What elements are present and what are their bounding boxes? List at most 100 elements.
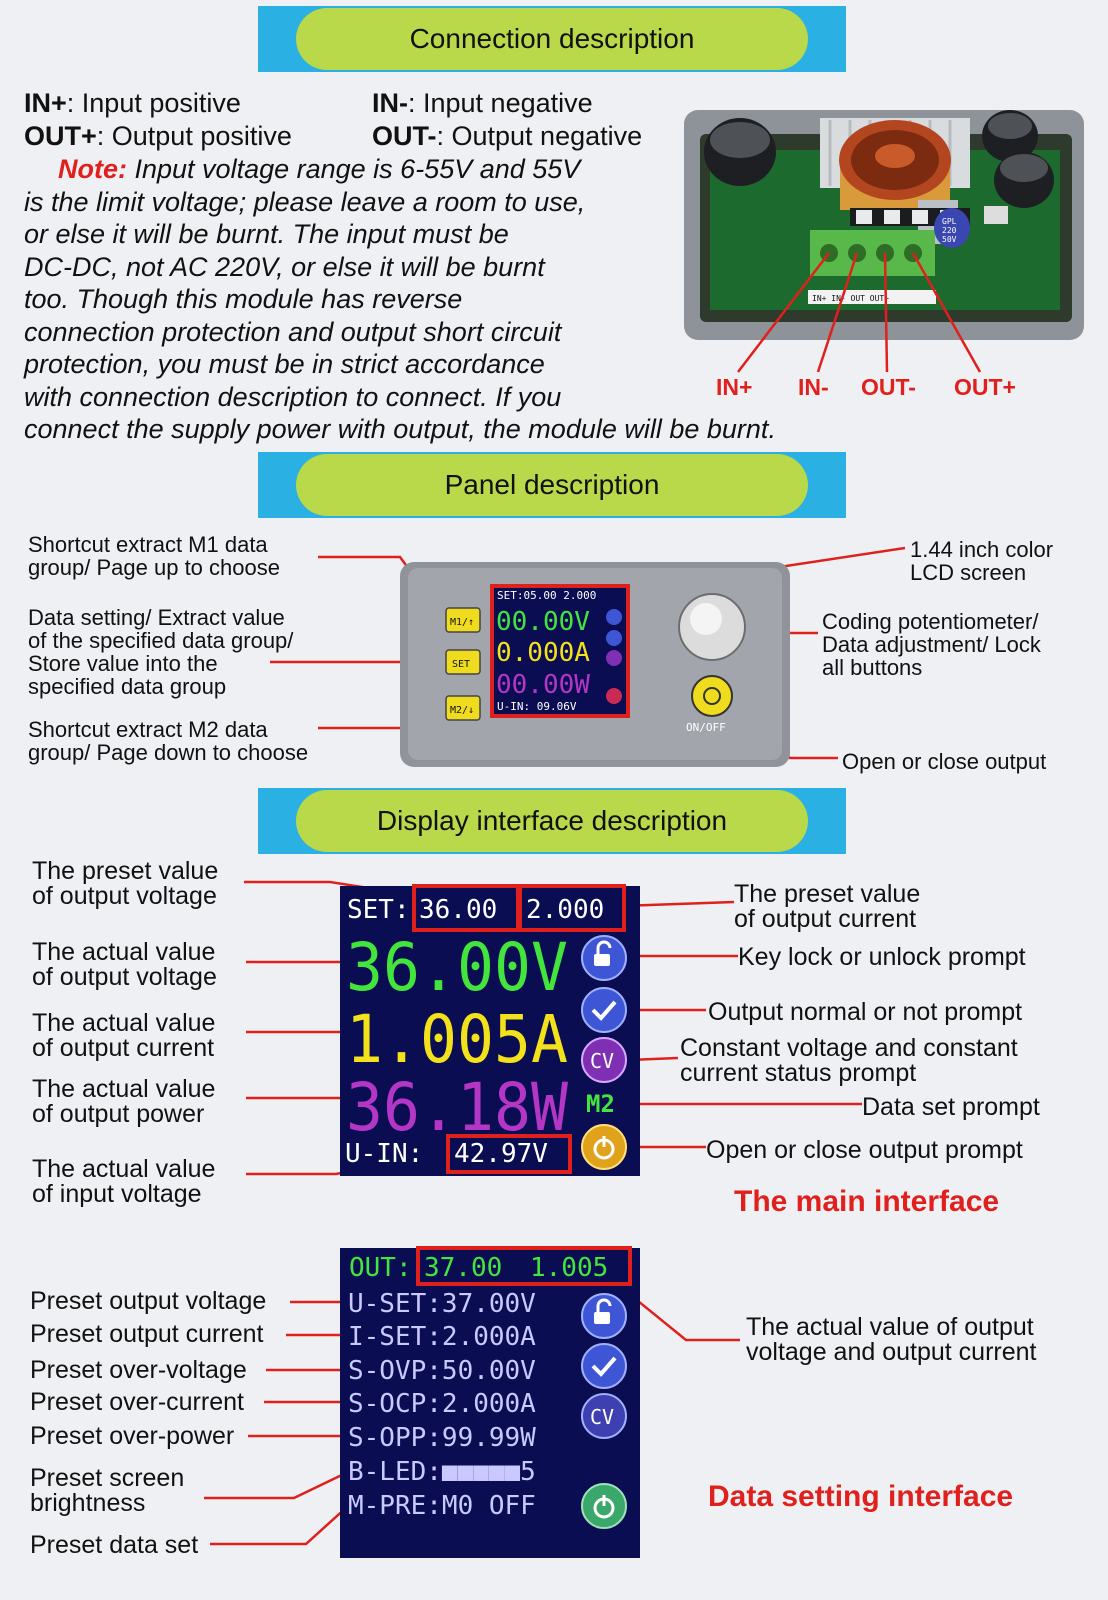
label-line: of output current xyxy=(32,1034,215,1062)
cap-label: GPL xyxy=(942,217,957,226)
main-m2-text: M2 xyxy=(586,1090,615,1118)
setting-label-current: Preset output current xyxy=(30,1320,264,1348)
check-icon xyxy=(581,987,627,1033)
main-input-voltage: 42.97V xyxy=(454,1139,548,1169)
label-line: Open or close output prompt xyxy=(706,1136,1023,1164)
in-plus-key: IN+ xyxy=(24,88,67,118)
setting-cv-text: CV xyxy=(590,1405,614,1429)
setting-out-prefix: OUT: xyxy=(349,1253,412,1283)
terminal-label-out-minus: OUT- xyxy=(861,374,916,400)
display-title: Display interface description xyxy=(296,790,808,852)
label-line: Data set prompt xyxy=(862,1093,1040,1121)
terminal-label-in-minus: IN- xyxy=(798,374,829,400)
label-line: 1.44 inch color xyxy=(910,537,1054,562)
label-line: The actual value xyxy=(32,1009,216,1037)
label-line: of the specified data group/ xyxy=(28,628,294,653)
main-uin-prefix: U-IN: xyxy=(345,1139,423,1169)
panel-label-m1: Shortcut extract M1 data group/ Page up … xyxy=(28,533,280,579)
check-icon xyxy=(581,1343,627,1389)
display-label-output-normal: Output normal or not prompt xyxy=(708,1000,1022,1025)
cap-label: 50V xyxy=(942,235,957,244)
main-actual-power: 36.18W xyxy=(346,1069,568,1146)
m1-button-label: M1/↑ xyxy=(450,617,474,628)
panel-illustration: M1/↑ SET M2/↓ SET:05.00 2.000 00.00V 0.0… xyxy=(270,546,906,767)
label-line: specified data group xyxy=(28,674,227,699)
setting-out-current: 1.005 xyxy=(530,1253,608,1283)
note-line: with connection description to connect. … xyxy=(24,381,562,412)
connection-title: Connection description xyxy=(296,8,808,70)
label-line: The actual value of output xyxy=(746,1313,1034,1341)
label-line: The actual value xyxy=(32,938,216,966)
terminal-label-in-plus: IN+ xyxy=(716,374,752,400)
label-line: of output current xyxy=(734,905,917,933)
m2-button-label: M2/↓ xyxy=(450,705,474,716)
out-plus-key: OUT+ xyxy=(24,121,97,151)
terminal-label-out-plus: OUT+ xyxy=(954,374,1016,400)
label-line: all buttons xyxy=(822,655,923,680)
mini-lcd-watts: 00.00W xyxy=(496,670,590,700)
panel-label-knob: Coding potentiometer/ Data adjustment/ L… xyxy=(822,610,1041,679)
label-line: current status prompt xyxy=(680,1059,917,1087)
label-line: Output normal or not prompt xyxy=(708,998,1023,1026)
label-line: of input voltage xyxy=(32,1180,202,1208)
module-board-illustration: GPL 220 50V IN+ IN- OUT OUT+ IN+ IN- OUT… xyxy=(684,110,1084,400)
connection-line-2b: OUT-: Output negative xyxy=(372,120,642,153)
setting-row-mpre: M-PRE:M0 OFF xyxy=(348,1491,536,1521)
connection-line-1b: IN-: Input negative xyxy=(372,87,593,120)
label-line: Coding potentiometer/ xyxy=(822,609,1039,634)
label-line: The preset value xyxy=(32,857,219,885)
label-line: The preset value xyxy=(734,880,921,908)
cv-icon xyxy=(581,1393,627,1439)
out-minus-key: OUT- xyxy=(372,121,437,151)
note-line: protection, you must be in strict accord… xyxy=(24,349,545,379)
note-line: connection protection and output short c… xyxy=(24,316,562,347)
panel-title: Panel description xyxy=(296,454,808,516)
panel-label-lcd: 1.44 inch color LCD screen xyxy=(910,538,1053,584)
note-line: or else it will be burnt. The input must… xyxy=(24,219,509,249)
panel-label-m2: Shortcut extract M2 data group/ Page dow… xyxy=(28,718,308,764)
main-actual-voltage: 36.00V xyxy=(346,929,568,1006)
label-line: Shortcut extract M1 data xyxy=(28,532,268,557)
label-line: Open or close output xyxy=(842,749,1047,774)
setting-row-ovp: S-OVP:50.00V xyxy=(348,1356,536,1386)
label-line: brightness xyxy=(30,1489,146,1517)
label-line: Key lock or unlock prompt xyxy=(738,943,1026,971)
note-label: Note: xyxy=(58,154,127,184)
label-line: Constant voltage and constant xyxy=(680,1034,1018,1062)
mini-lcd-volts: 00.00V xyxy=(496,607,590,637)
cap-label: 220 xyxy=(942,226,957,235)
setting-row-opp: S-OPP:99.99W xyxy=(348,1423,536,1453)
setting-row-uset: U-SET:37.00V xyxy=(348,1289,536,1319)
note-line: DC-DC, not AC 220V, or else it will be b… xyxy=(24,251,545,282)
label-line: Data adjustment/ Lock xyxy=(822,632,1041,657)
label-line: group/ Page up to choose xyxy=(28,555,280,580)
note-line: is the limit voltage; please leave a roo… xyxy=(24,186,586,217)
in-minus-desc: : Input negative xyxy=(408,88,593,118)
display-label-data-set: Data set prompt xyxy=(862,1095,1040,1120)
note-block: Note: Input voltage range is 6-55V and 5… xyxy=(24,153,776,446)
note-line: too. Though this module has reverse xyxy=(24,284,463,314)
label-line: LCD screen xyxy=(910,560,1027,585)
connection-line-2: OUT+: Output positive xyxy=(24,120,292,153)
panel-label-set: Data setting/ Extract value of the speci… xyxy=(28,606,293,698)
cv-icon xyxy=(581,1037,627,1083)
mini-lcd-amps: 0.000A xyxy=(496,638,590,668)
label-line: Data setting/ Extract value xyxy=(28,605,285,630)
connection-line-1: IN+: Input positive xyxy=(24,87,241,120)
label-line: of output power xyxy=(32,1100,205,1128)
main-set-voltage: 36.00 xyxy=(419,895,497,925)
panel-label-onoff: Open or close output xyxy=(842,750,1046,773)
setting-interface-illustration: OUT: 37.00 1.005 U-SET:37.00V I-SET:2.00… xyxy=(204,1246,740,1558)
main-interface-illustration: SET: 36.00 2.000 36.00V 1.005A 36.18W U-… xyxy=(244,880,862,1176)
setting-row-bled: B-LED:■■■■■5 xyxy=(348,1457,536,1487)
out-minus-desc: : Output negative xyxy=(436,121,643,151)
connection-banner: Connection description xyxy=(258,6,846,72)
setting-label-data-set: Preset data set xyxy=(30,1531,199,1559)
display-label-key-lock: Key lock or unlock prompt xyxy=(738,945,1026,970)
main-actual-current: 1.005A xyxy=(346,1001,568,1078)
in-minus-key: IN- xyxy=(372,88,408,118)
main-set-prefix: SET: xyxy=(347,895,410,925)
